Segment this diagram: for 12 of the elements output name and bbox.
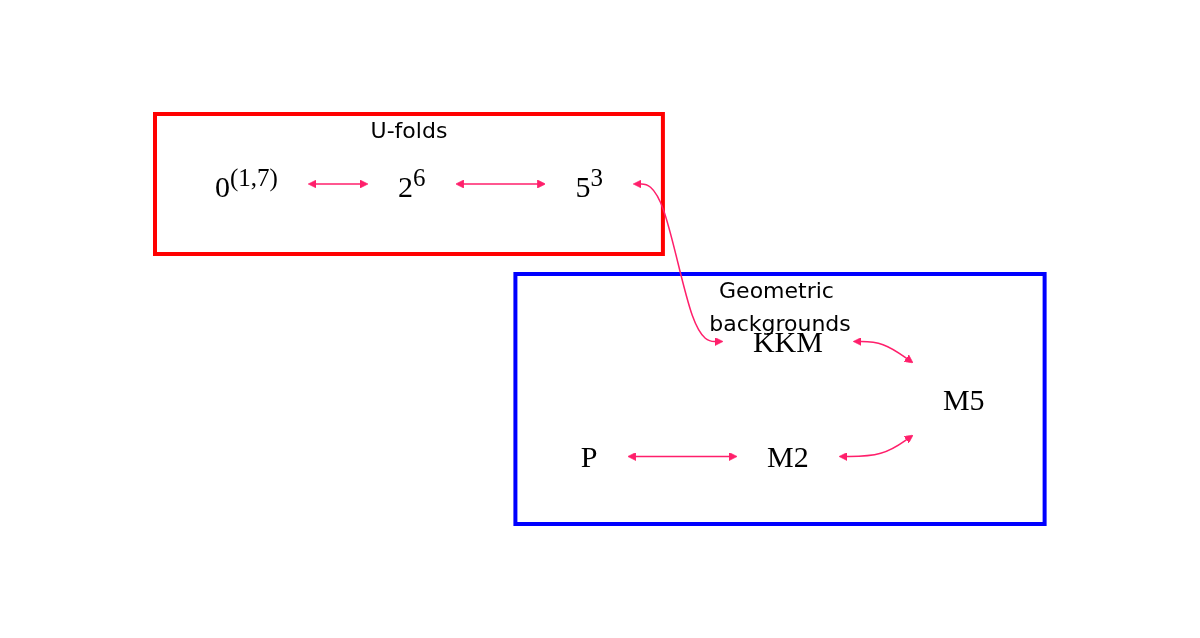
- node-text: P: [581, 440, 598, 473]
- node-text: M5: [943, 382, 985, 416]
- node-text: 0$^{(1,7)}$: [215, 164, 279, 203]
- arrow: [838, 434, 914, 461]
- arrow: [853, 337, 914, 364]
- node-text: 5$^{3}$: [575, 164, 604, 203]
- node-text: 2$^{6}$: [398, 164, 426, 203]
- arrow: [455, 179, 546, 189]
- arrow: [633, 179, 724, 346]
- arrow: [627, 452, 738, 461]
- arrow: [308, 179, 369, 189]
- node-text: M2: [767, 440, 809, 473]
